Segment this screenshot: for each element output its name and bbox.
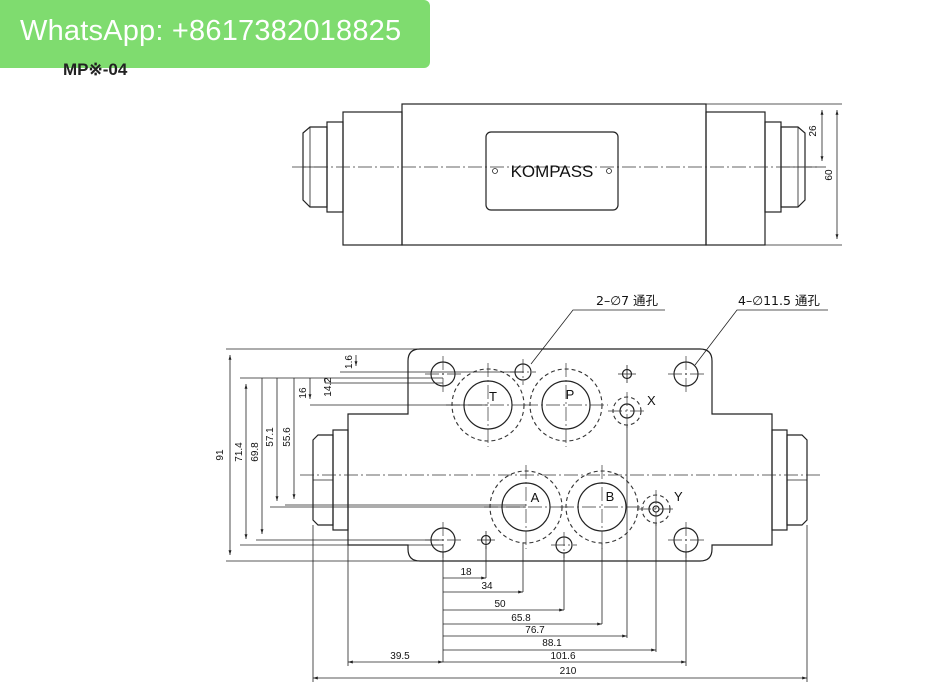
dim-34: 34	[481, 581, 493, 592]
port-p: P	[524, 363, 608, 447]
dim-50: 50	[494, 599, 506, 610]
dim-16: 16	[298, 387, 309, 399]
port-y: Y	[637, 489, 683, 528]
side-view: KOMPASS 26 60	[292, 103, 842, 246]
svg-text:X: X	[647, 393, 656, 408]
plan-view: T P A B X Y 2–∅7 通孔	[215, 293, 828, 682]
dim-91: 91	[215, 449, 226, 461]
dim-60: 60	[824, 169, 835, 181]
svg-text:Y: Y	[674, 489, 683, 504]
whatsapp-contact-text: WhatsApp: +8617382018825	[20, 15, 402, 47]
dim-65-8: 65.8	[511, 613, 531, 624]
dim-210: 210	[560, 666, 577, 677]
brand-plate-text: KOMPASS	[511, 162, 594, 181]
callout-large-holes: 4–∅11.5 通孔	[738, 293, 820, 308]
dim-71-4: 71.4	[234, 442, 245, 462]
dim-18: 18	[460, 567, 472, 578]
dim-26: 26	[808, 125, 819, 137]
dim-55-6: 55.6	[282, 427, 293, 447]
port-b: B	[560, 465, 644, 549]
dim-1-6: 1.6	[344, 355, 355, 369]
whatsapp-banner: WhatsApp: +8617382018825	[0, 0, 430, 68]
svg-text:A: A	[531, 490, 540, 505]
svg-text:P: P	[566, 387, 575, 402]
dim-76-7: 76.7	[525, 625, 545, 636]
mounting-hole-icon	[425, 356, 461, 392]
dim-69-8: 69.8	[250, 442, 261, 462]
model-title: MP※-04	[63, 60, 128, 79]
dim-101-6: 101.6	[550, 651, 575, 662]
dim-14-2: 14.2	[323, 377, 334, 397]
brand-plate	[485, 131, 619, 211]
callout-small-holes: 2–∅7 通孔	[596, 293, 659, 308]
port-x: X	[608, 392, 656, 430]
svg-text:T: T	[489, 389, 497, 404]
dim-88-1: 88.1	[542, 638, 562, 649]
mounting-hole-icon	[668, 356, 704, 392]
pin-hole-icon	[618, 365, 636, 383]
dim-57-1: 57.1	[265, 427, 276, 447]
svg-text:B: B	[606, 489, 615, 504]
plate-screw-icon	[606, 168, 612, 174]
dim-39-5: 39.5	[390, 651, 410, 662]
plate-screw-icon	[492, 168, 498, 174]
